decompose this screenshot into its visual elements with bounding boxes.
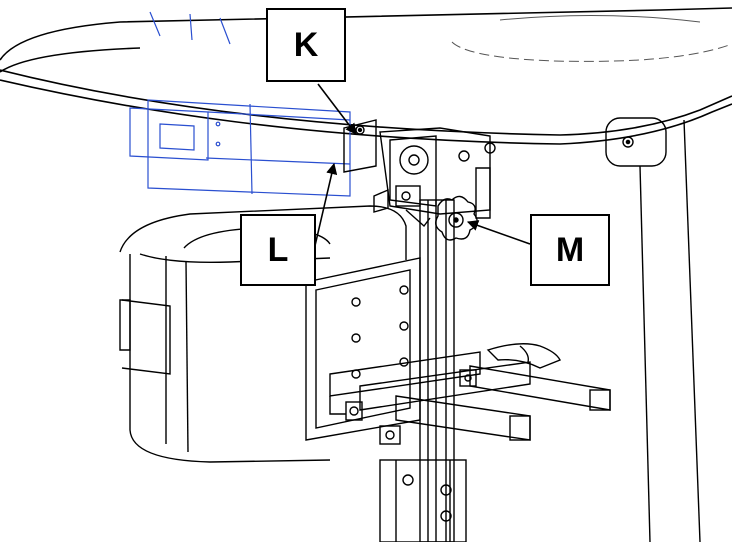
right-post: [605, 117, 701, 542]
leader-k-arrow-icon: [317, 83, 357, 135]
star-knob: [435, 195, 478, 241]
callout-k: K: [266, 8, 346, 82]
extrusion-rail: [379, 199, 467, 542]
mounting-plate: [305, 257, 421, 441]
callout-l: L: [240, 214, 316, 286]
lower-clamp: [329, 343, 611, 445]
table-top: [0, 7, 732, 145]
upper-bracket: [343, 119, 496, 228]
leader-m-arrow-icon: [466, 220, 531, 245]
callout-m: M: [530, 214, 610, 286]
blue-strap: [129, 11, 351, 197]
gray-body: [119, 205, 407, 463]
leader-l-arrow-icon: [313, 162, 338, 251]
